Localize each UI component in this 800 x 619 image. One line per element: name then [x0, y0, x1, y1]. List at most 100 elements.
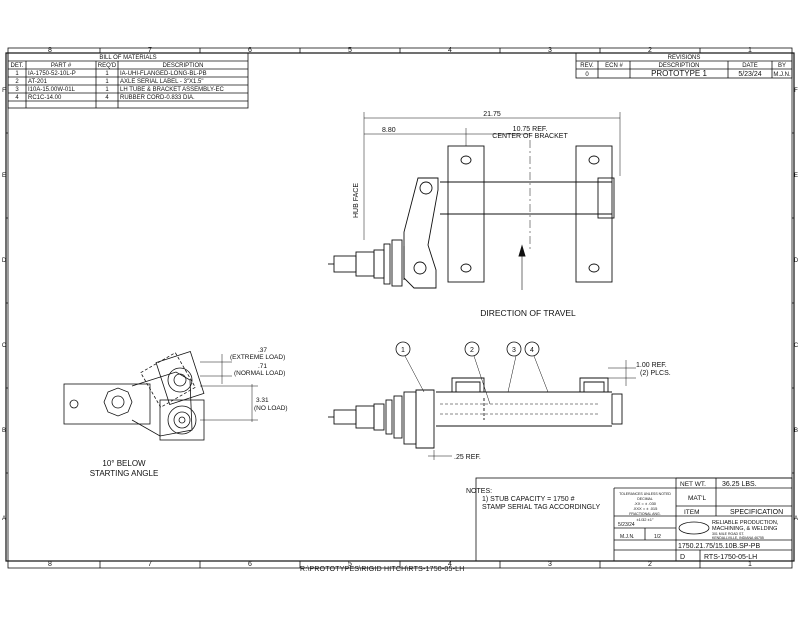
zone-row-e: E	[2, 173, 6, 179]
bom-row-2-qty: 1	[105, 79, 109, 85]
zone-col-6: 6	[248, 47, 252, 54]
tb-tol-decimal: DECIMAL	[637, 497, 653, 501]
bom-row-3-desc: LH TUBE & BRACKET ASSEMBLY-EC	[120, 87, 224, 93]
bom-row-3-part: I10A-15.00W-01L	[28, 87, 76, 93]
dim-plcs: (2) PLCS.	[640, 370, 671, 377]
bom-row-1-part: IA-1750-52-10L-P	[28, 71, 76, 77]
rev-row-by: M.J.N.	[773, 72, 791, 78]
balloon-3: 3	[512, 347, 516, 354]
notes-line-2: STAMP SERIAL TAG ACCORDINGLY	[482, 504, 600, 511]
bom-row-4-part: RC1C-14.00	[28, 95, 62, 101]
file-path-label: R:\PROTOTYPES\RIGID HITCH\RTS-1750-05-LH	[300, 566, 465, 573]
tb-tol-xxx: .XXX = ± .015	[633, 506, 659, 511]
zone-col-6-bottom: 6	[248, 561, 252, 568]
label-no-load: (NO LOAD)	[254, 405, 288, 412]
rev-header-date: DATE	[742, 63, 758, 69]
tb-size: D	[680, 554, 685, 561]
rev-row-desc: PROTOTYPE 1	[651, 69, 707, 78]
title-block	[475, 477, 793, 562]
tb-address-1: 301 MILE ROAD ST.	[712, 532, 744, 536]
dim-ref25: .25 REF.	[454, 454, 481, 461]
zone-col-1: 1	[748, 47, 752, 54]
tb-tol-xx: .XX = ± .030	[634, 501, 657, 506]
zone-col-3-bottom: 3	[548, 561, 552, 568]
notes-title: NOTES:	[466, 488, 492, 495]
zone-row-f-right: F	[794, 88, 798, 94]
balloon-4: 4	[530, 347, 534, 354]
bom-row-4-desc: RUBBER CORD-0.833 DIA.	[120, 95, 195, 101]
bom-row-3-det: 3	[15, 87, 19, 93]
rev-row-date: 5/23/24	[738, 71, 761, 78]
zone-row-a-right: A	[794, 516, 798, 522]
zone-row-d-right: D	[794, 258, 799, 264]
bom-header-det: DET.	[10, 63, 23, 69]
tb-dwg-ref: RTS-1750-05-LH	[704, 554, 757, 561]
rev-header-desc: DESCRIPTION	[658, 63, 699, 69]
outer-border	[7, 47, 793, 569]
tb-item: ITEM	[684, 509, 700, 516]
dim-ref: 10.75 REF.	[513, 126, 548, 133]
zone-col-2: 2	[648, 47, 652, 54]
bom-row-4-qty: 4	[105, 95, 109, 101]
bom-row-2-part: AT-201	[28, 79, 48, 85]
tb-dwg-no: 1750.21.75/15.10B.SP-PB	[678, 543, 760, 550]
bom-row-2-det: 2	[15, 79, 19, 85]
tb-drawn: M.J.N.	[620, 534, 634, 540]
zone-col-8-bottom: 8	[48, 561, 52, 568]
label-normal-load: (NORMAL LOAD)	[234, 370, 285, 377]
zone-col-5: 5	[348, 47, 352, 54]
zone-col-4: 4	[448, 47, 452, 54]
tb-matl: MAT'L	[688, 495, 706, 502]
zone-row-b: B	[2, 428, 6, 434]
tb-address-2: KENDALLVILLE, INDIANA 46755	[712, 536, 764, 540]
tb-company-1: RELIABLE PRODUCTION,	[712, 520, 779, 526]
revisions-table	[575, 52, 793, 79]
zone-col-2-bottom: 2	[648, 561, 652, 568]
bom-row-4-det: 4	[15, 95, 19, 101]
zone-col-4-bottom: 4	[448, 561, 452, 568]
label-direction: DIRECTION OF TRAVEL	[480, 308, 576, 318]
bom-row-3-qty: 1	[105, 87, 109, 93]
bom-row-1-desc: IA-UHI-FLANGED-LONG-BL-PB	[120, 71, 207, 77]
tb-date: 5/23/24	[618, 522, 635, 528]
zone-col-1-bottom: 1	[748, 561, 752, 568]
front-view	[328, 355, 636, 460]
bom-header-part: PART #	[51, 63, 72, 69]
dim-bracket-ref: 1.00 REF.	[636, 362, 667, 369]
bom-row-1-qty: 1	[105, 71, 109, 77]
side-caption-2: STARTING ANGLE	[90, 469, 159, 478]
revisions-title: REVISIONS	[668, 55, 701, 61]
tb-net-wt: 36.25 LBS.	[722, 481, 757, 488]
tb-tol-frac-val: ±1/32 ±1°	[636, 517, 654, 522]
side-caption-1: 10° BELOW	[102, 459, 146, 468]
dim-71: .71	[258, 363, 267, 370]
zone-col-3: 3	[548, 47, 552, 54]
balloon-group	[395, 341, 540, 357]
zone-row-b-right: B	[794, 428, 798, 434]
zone-row-e-right: E	[794, 173, 798, 179]
bom-title: BILL OF MATERIALS	[99, 55, 156, 61]
tb-company-2: MACHINING, & WELDING	[712, 526, 777, 532]
rev-header-rev: REV.	[580, 63, 594, 69]
zone-row-a: A	[2, 516, 6, 522]
tb-scale: 1/2	[654, 534, 661, 540]
zone-col-7: 7	[148, 47, 152, 54]
bom-header-desc: DESCRIPTION	[162, 63, 203, 69]
zone-col-5-bottom: 5	[348, 561, 352, 568]
dim-37: .37	[258, 347, 267, 354]
zone-col-7-bottom: 7	[148, 561, 152, 568]
dim-overall: 21.75	[483, 111, 501, 118]
side-view	[63, 351, 258, 441]
zone-row-d: D	[2, 258, 7, 264]
zone-row-f: F	[2, 88, 6, 94]
tb-tol-frac: FRACTIONAL ANG.	[629, 512, 660, 516]
rev-header-by: BY	[778, 63, 786, 69]
zone-row-c-right: C	[794, 343, 799, 349]
balloon-2: 2	[470, 347, 474, 354]
zone-col-8: 8	[48, 47, 52, 54]
zone-row-c: C	[2, 343, 7, 349]
balloon-1: 1	[401, 347, 405, 354]
top-view	[328, 112, 621, 290]
bom-row-1-det: 1	[15, 71, 19, 77]
